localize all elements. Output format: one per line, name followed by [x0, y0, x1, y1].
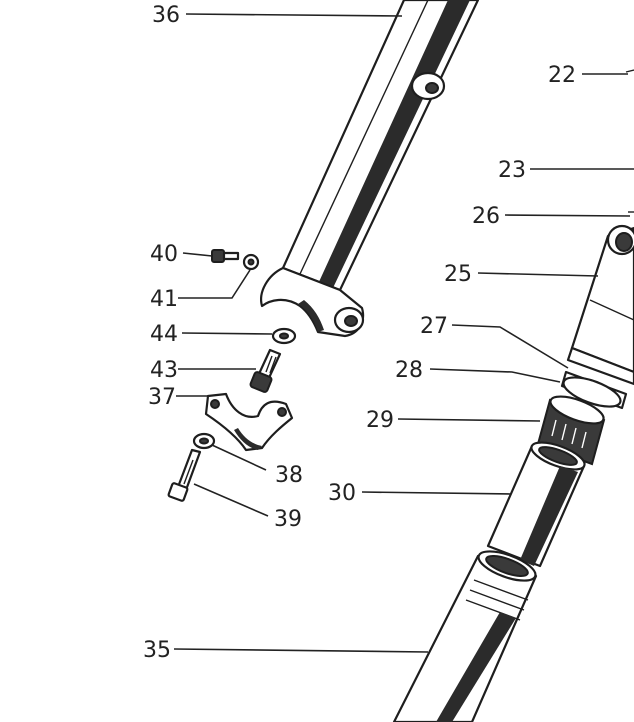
callout-39: 39: [274, 507, 302, 532]
long-bolt: [167, 448, 202, 502]
washer: [271, 327, 297, 345]
lower-fork-tube: [392, 550, 538, 722]
seal-ring: [560, 370, 628, 410]
callout-numbers: 36 22 23 26 25 40 41 44 27 43 28 37 29 3…: [143, 3, 576, 663]
small-washer: [242, 253, 260, 271]
callout-22: 22: [548, 63, 576, 88]
callout-35: 35: [143, 638, 171, 663]
callout-37: 37: [148, 385, 176, 410]
callout-40: 40: [150, 242, 178, 267]
clamp-cap: [204, 392, 294, 452]
damper-body: [566, 224, 634, 386]
callout-41: 41: [150, 287, 178, 312]
callout-29: 29: [366, 408, 394, 433]
callout-38: 38: [275, 463, 303, 488]
small-screw: [211, 249, 240, 263]
callout-23: 23: [498, 158, 526, 183]
callout-43: 43: [150, 358, 178, 383]
callout-25: 25: [444, 262, 472, 287]
callout-28: 28: [395, 358, 423, 383]
callout-26: 26: [472, 204, 500, 229]
callout-44: 44: [150, 322, 178, 347]
callout-27: 27: [420, 314, 448, 339]
upper-fork-tube: [260, 0, 480, 338]
lower-washer: [192, 432, 216, 450]
stem-parts: [625, 69, 634, 213]
sliding-sleeve: [486, 441, 586, 568]
leader-lines: [173, 13, 634, 653]
callout-36: 36: [152, 3, 180, 28]
callout-30: 30: [328, 481, 356, 506]
clamp-bolt: [249, 348, 282, 393]
